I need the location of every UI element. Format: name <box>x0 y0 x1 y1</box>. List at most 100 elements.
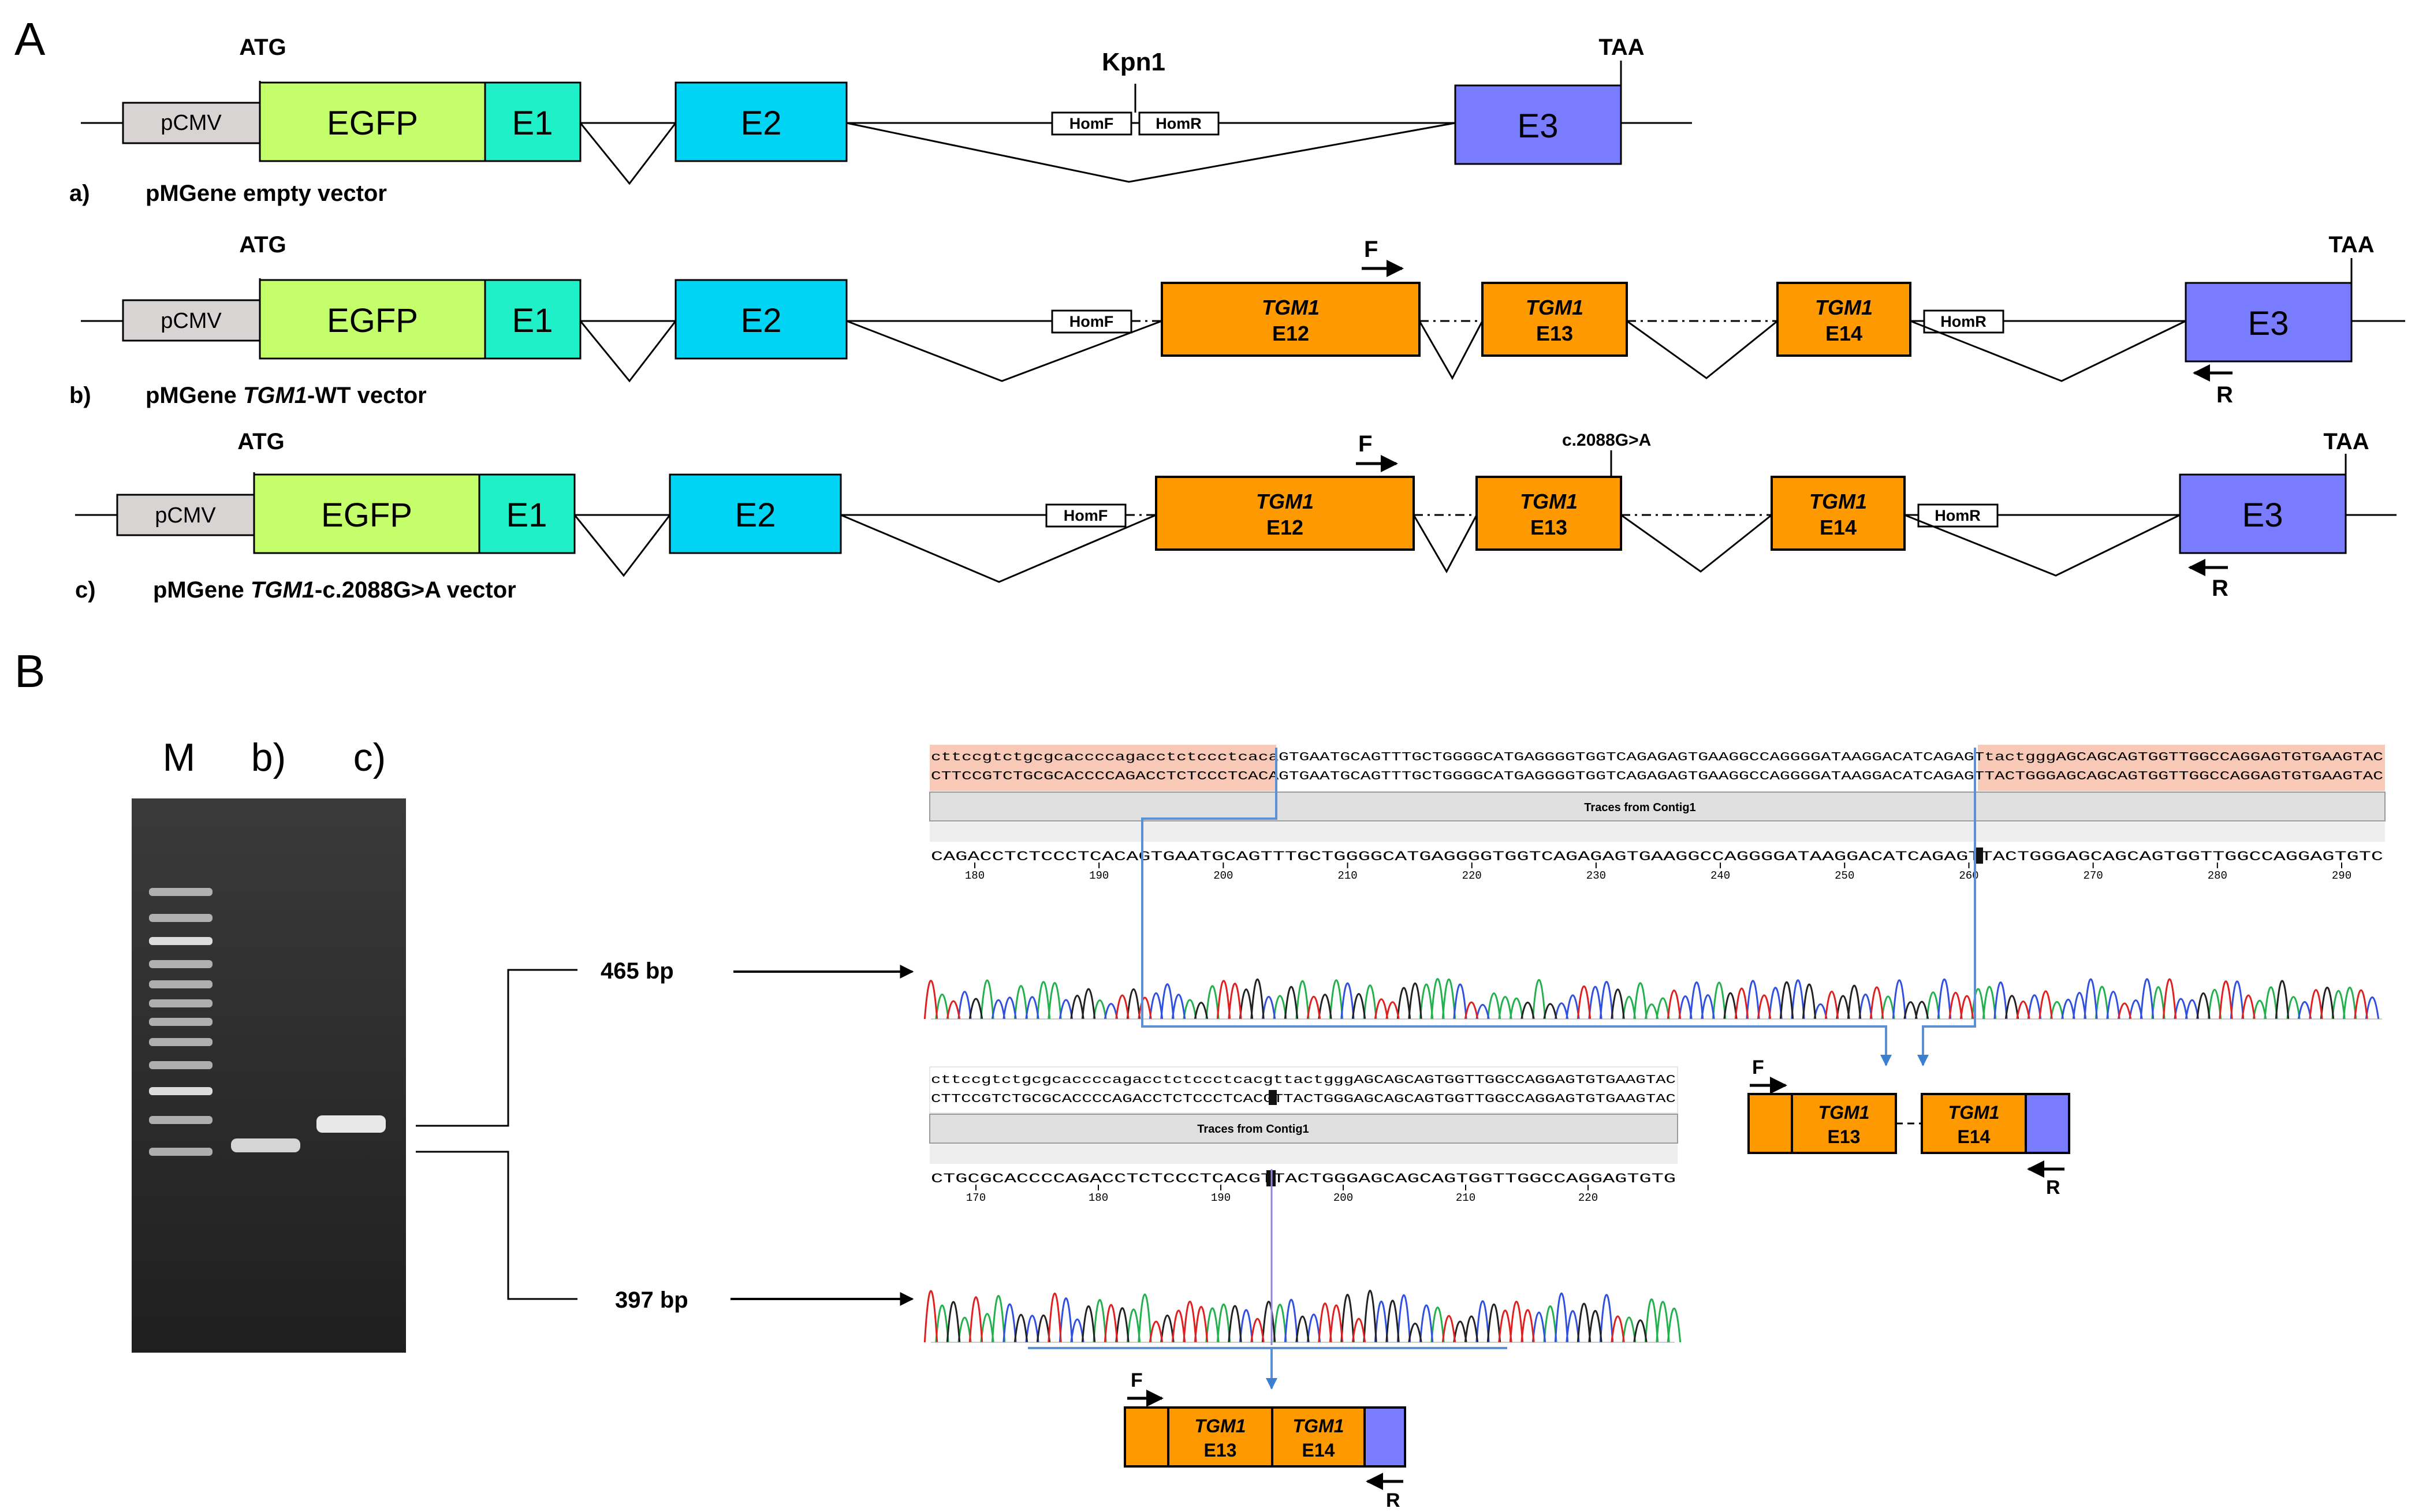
tick-label: 250 <box>1835 869 1854 882</box>
tick-label: 180 <box>1089 1192 1108 1204</box>
tick-label: 290 <box>2332 869 2351 882</box>
ladder-band <box>149 1148 213 1156</box>
splice-bottom-e13-gene: TGM1 <box>1195 1416 1246 1436</box>
band-465-label: 465 bp <box>601 958 674 984</box>
tgm1-e14-box <box>1776 282 1911 357</box>
tick-label: 220 <box>1462 869 1482 882</box>
splice-right-e14-gene: TGM1 <box>1948 1102 2000 1123</box>
ladder-band <box>149 999 213 1007</box>
gel-background <box>132 798 406 1353</box>
pcmv-label: pCMV <box>161 111 222 135</box>
tgm1-e12-label: E12 <box>1272 322 1309 345</box>
trace-top-consensus: CAGACCTCTCCCTCACAGTGAATGCAGTTTGCTGGGGCAT… <box>931 849 2383 864</box>
tick-label: 270 <box>2084 869 2103 882</box>
tick-label: 180 <box>965 869 985 882</box>
tick-label: 240 <box>1710 869 1730 882</box>
band-397-label: 397 bp <box>615 1287 688 1313</box>
homr-label: HomR <box>1156 115 1202 132</box>
homf-box <box>1045 503 1127 528</box>
caption-c: pMGene TGM1-c.2088G>A vector <box>153 577 516 603</box>
gel-band-c <box>316 1115 386 1133</box>
pcmv-label: pCMV <box>161 309 222 333</box>
homf-label: HomF <box>1064 507 1108 524</box>
chromatogram-top <box>923 978 2382 1020</box>
ladder-band <box>149 1061 213 1069</box>
egfp-box <box>253 473 480 554</box>
tick-label: 170 <box>966 1192 986 1204</box>
tgm1-e14-gene: TGM1 <box>1809 490 1867 513</box>
homr-box <box>1917 503 1999 528</box>
splice-right-r-label: R <box>2046 1177 2060 1199</box>
trace-viewer-top: cttccgtctgcgcaccccagacctctccctcacaGTGAAT… <box>923 745 2386 1066</box>
tick-label: 280 <box>2208 869 2227 882</box>
homf-label: HomF <box>1069 115 1114 132</box>
construct-a: pCMV ATG EGFP E1 E2 HomF HomR Kpn1 E3 TA… <box>69 35 1692 206</box>
egfp-label: EGFP <box>321 496 412 534</box>
tick-label: 210 <box>1337 869 1357 882</box>
exon-e3-box <box>2185 282 2353 363</box>
trace-top-bar-label: Traces from Contig1 <box>1584 801 1695 814</box>
tgm1-e12-box <box>1161 282 1421 357</box>
homf-label: HomF <box>1069 313 1114 330</box>
splice-bottom-f-label: F <box>1131 1369 1143 1391</box>
trace-bottom-bar-label: Traces from Contig1 <box>1197 1123 1309 1136</box>
taa-label: TAA <box>1598 35 1644 60</box>
exon-e3-box <box>2179 473 2347 554</box>
tick-label: 190 <box>1089 869 1109 882</box>
trace-bottom-consensus: CTGCGCACCCCAGACCTCTCCCTCACGTTACTGGGAGCAG… <box>931 1171 1676 1186</box>
ladder-band <box>149 914 213 922</box>
exon-e1-label: E1 <box>512 104 553 142</box>
exon-e2-box <box>674 279 848 360</box>
trace-peak <box>968 978 2335 1020</box>
chromatogram-bottom <box>923 1290 1682 1343</box>
homr-box <box>1138 111 1220 136</box>
exon-e2-box <box>669 473 842 554</box>
tgm1-e13-box <box>1481 282 1628 357</box>
exon-e3-box <box>1454 84 1622 165</box>
egfp-box <box>259 279 486 360</box>
tgm1-e12-label: E12 <box>1266 516 1303 539</box>
trace-viewer-bottom: cttccgtctgcgcaccccagacctctccctcacgttactg… <box>923 1066 1682 1390</box>
trace-peak <box>1002 1292 1614 1343</box>
trace-peak <box>923 978 2368 1020</box>
splice-right-e13-label: E13 <box>1828 1126 1861 1147</box>
splice-bottom-e14-label: E14 <box>1302 1440 1335 1461</box>
kpn1-label: Kpn1 <box>1102 48 1165 76</box>
tick-label: 190 <box>1211 1192 1231 1204</box>
ladder-band <box>149 1116 213 1124</box>
trace-peak <box>957 978 2380 1020</box>
mutation-label: c.2088G>A <box>1562 431 1651 450</box>
exon-e1-box <box>478 473 576 554</box>
pcmv-label: pCMV <box>155 503 216 528</box>
trace-peak <box>923 1290 1625 1343</box>
egfp-label: EGFP <box>327 302 418 339</box>
spliced-product-bottom: TGM1 E13 TGM1 E14 F R <box>1124 1369 1406 1511</box>
exon-e1-box <box>484 81 582 162</box>
trace-peak <box>935 1293 1682 1343</box>
primer-f-label: F <box>1364 237 1378 262</box>
pcmv-box <box>122 299 261 342</box>
tick-label: 220 <box>1578 1192 1598 1204</box>
construct-c: pCMV ATG EGFP E1 E2 HomF TGM1 E12 TGM1 E… <box>75 429 2397 603</box>
exon-e3-label: E3 <box>1518 107 1559 145</box>
atg-label: ATG <box>237 429 284 454</box>
ladder-band <box>149 1038 213 1046</box>
tgm1-e12-gene: TGM1 <box>1256 490 1314 513</box>
exon-e3-label: E3 <box>2248 305 2289 342</box>
tick-label: 200 <box>1213 869 1233 882</box>
egfp-box <box>259 81 486 162</box>
caption-letter-b: b) <box>69 383 91 408</box>
gel-lane-c: c) <box>353 736 386 779</box>
ladder-band <box>149 1087 213 1095</box>
tgm1-e14-gene: TGM1 <box>1815 296 1873 319</box>
splice-bottom-e14-gene: TGM1 <box>1293 1416 1344 1436</box>
ladder-band <box>149 937 213 945</box>
tgm1-e14-label: E14 <box>1820 516 1857 539</box>
gel-band-b <box>231 1138 300 1152</box>
caption-letter-a: a) <box>69 181 90 206</box>
ladder-band <box>149 960 213 968</box>
tgm1-e12-box <box>1155 476 1415 551</box>
primer-f-label: F <box>1358 431 1372 457</box>
trace-bottom-seq1: cttccgtctgcgcaccccagacctctccctcacgttactg… <box>931 1074 1676 1087</box>
gel-image: M b) c) <box>132 736 406 1353</box>
